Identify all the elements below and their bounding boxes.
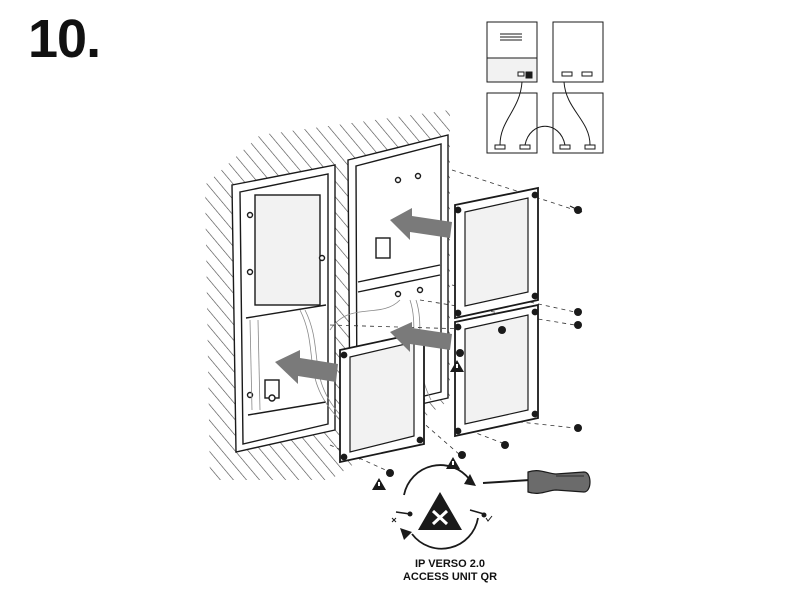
step-number: 10. <box>28 9 101 69</box>
screw-icon <box>456 349 464 357</box>
front-panel-bottom-left <box>339 330 425 464</box>
screw-icon <box>458 451 466 459</box>
screw-icon <box>574 308 582 316</box>
warning-icon <box>450 360 464 372</box>
screwdriver-icon <box>482 470 591 494</box>
product-name-line2: ACCESS UNIT QR <box>402 571 498 583</box>
rotate-arrow-icon <box>464 474 476 486</box>
screw-icon <box>501 441 509 449</box>
product-name-line1: IP VERSO 2.0 <box>414 558 486 570</box>
warning-icon <box>372 478 386 490</box>
front-panel-bottom-right <box>454 303 539 438</box>
screw-icon <box>498 326 506 334</box>
product-label: IP VERSO 2.0 ACCESS UNIT QR <box>380 558 520 584</box>
rotate-arrow-icon <box>400 528 412 540</box>
insertion-arrows <box>275 208 452 384</box>
screws <box>386 205 583 477</box>
no-screw-icon <box>391 464 493 550</box>
front-panel-top <box>454 186 539 320</box>
screw-icon <box>386 469 394 477</box>
screw-icon <box>574 424 582 432</box>
wiring-detail-inset <box>486 21 604 154</box>
left-mounting-frame <box>231 164 336 453</box>
screw-icon <box>574 321 582 329</box>
screw-icon <box>569 205 583 214</box>
